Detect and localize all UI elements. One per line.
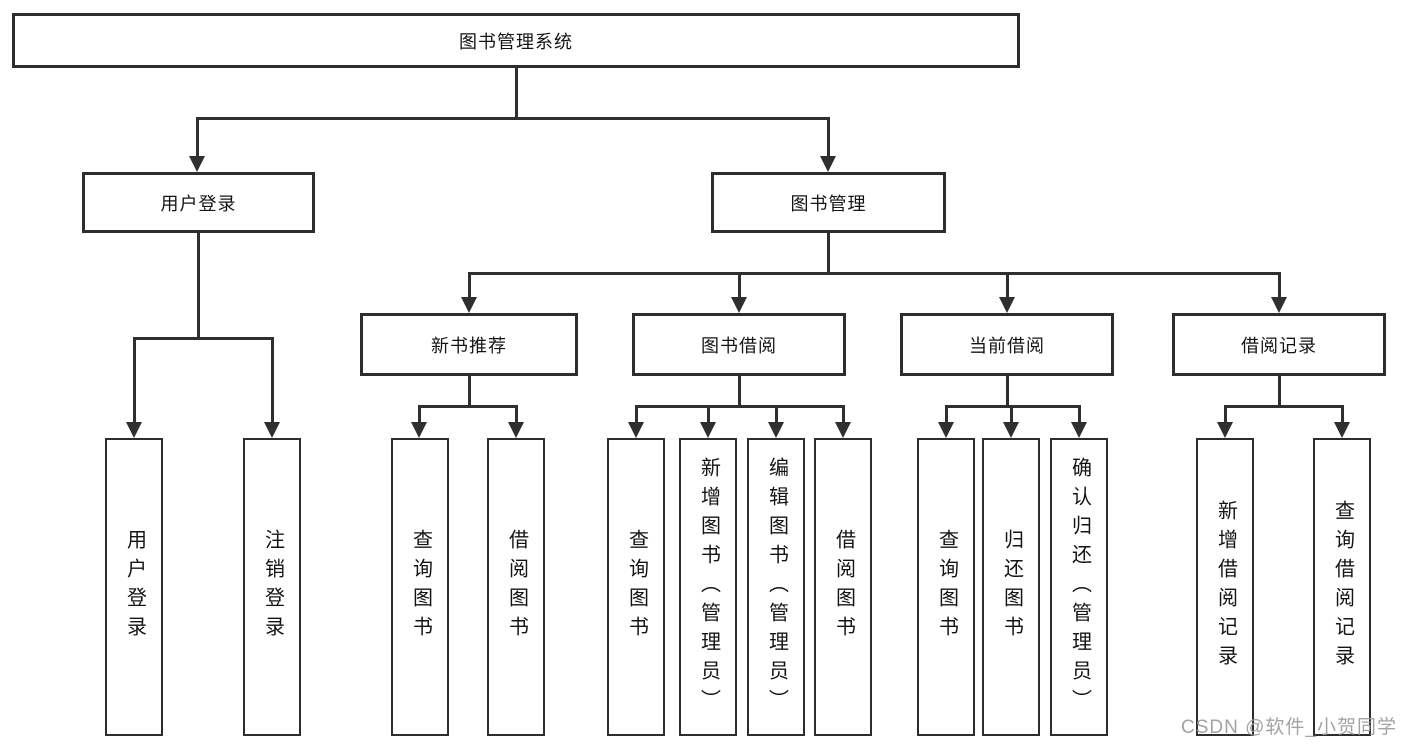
arrowhead-down-icon bbox=[508, 422, 524, 438]
connector-line bbox=[945, 405, 948, 424]
connector-line bbox=[418, 405, 421, 424]
connector-line bbox=[1006, 376, 1009, 405]
connector-line bbox=[197, 233, 200, 337]
leaf-nbr-borrow-books: 借阅图书 bbox=[487, 438, 545, 736]
leaf-br-add-record-label: 新增借阅记录 bbox=[1214, 500, 1237, 674]
connector-line bbox=[515, 405, 518, 424]
connector-line bbox=[468, 272, 471, 299]
leaf-cb-query-books-label: 查询图书 bbox=[935, 529, 958, 645]
connector-line bbox=[738, 272, 741, 299]
connector-line bbox=[1010, 405, 1013, 424]
node-new-book-recommend: 新书推荐 bbox=[360, 313, 578, 376]
connector-line bbox=[635, 405, 638, 424]
arrowhead-down-icon bbox=[1217, 422, 1233, 438]
connector-line bbox=[468, 272, 1281, 275]
node-book-borrow-label: 图书借阅 bbox=[701, 335, 777, 356]
arrowhead-down-icon bbox=[700, 422, 716, 438]
arrowhead-down-icon bbox=[731, 297, 747, 313]
arrowhead-down-icon bbox=[999, 297, 1015, 313]
connector-line bbox=[707, 405, 710, 424]
node-user-login: 用户登录 bbox=[82, 172, 315, 233]
leaf-nbr-borrow-books-label: 借阅图书 bbox=[505, 529, 528, 645]
arrowhead-down-icon bbox=[938, 422, 954, 438]
leaf-br-query-record: 查询借阅记录 bbox=[1313, 438, 1371, 736]
node-current-borrow-label: 当前借阅 bbox=[969, 335, 1045, 356]
node-borrow-records: 借阅记录 bbox=[1172, 313, 1386, 376]
leaf-bb-add-books-admin-label: 新增图书（管理员） bbox=[697, 456, 720, 718]
arrowhead-down-icon bbox=[411, 422, 427, 438]
connector-line bbox=[1278, 376, 1281, 405]
leaf-cb-return-books: 归还图书 bbox=[982, 438, 1040, 736]
arrowhead-down-icon bbox=[264, 422, 280, 438]
connector-line bbox=[827, 117, 830, 158]
connector-line bbox=[1341, 405, 1344, 424]
arrowhead-down-icon bbox=[126, 422, 142, 438]
leaf-bb-edit-books-admin: 编辑图书（管理员） bbox=[747, 438, 805, 736]
connector-line bbox=[468, 376, 471, 405]
connector-line bbox=[1006, 272, 1009, 299]
arrowhead-down-icon bbox=[768, 422, 784, 438]
leaf-bb-query-books: 查询图书 bbox=[607, 438, 665, 736]
leaf-logout-label: 注销登录 bbox=[261, 529, 284, 645]
csdn-watermark: CSDN @软件_小贺同学 bbox=[1181, 717, 1397, 738]
connector-line bbox=[842, 405, 845, 424]
leaf-cb-return-books-label: 归还图书 bbox=[1000, 529, 1023, 645]
leaf-cb-query-books: 查询图书 bbox=[917, 438, 975, 736]
node-root-system: 图书管理系统 bbox=[12, 13, 1020, 68]
leaf-logout: 注销登录 bbox=[243, 438, 301, 736]
leaf-nbr-query-books: 查询图书 bbox=[391, 438, 449, 736]
arrowhead-down-icon bbox=[1334, 422, 1350, 438]
leaf-cb-confirm-return-admin-label: 确认归还（管理员） bbox=[1068, 456, 1091, 718]
connector-line bbox=[418, 405, 518, 408]
leaf-bb-query-books-label: 查询图书 bbox=[625, 529, 648, 645]
node-root-label: 图书管理系统 bbox=[459, 31, 573, 52]
leaf-br-add-record: 新增借阅记录 bbox=[1196, 438, 1254, 736]
node-book-management-label: 图书管理 bbox=[790, 193, 867, 214]
leaf-nbr-query-books-label: 查询图书 bbox=[409, 529, 432, 645]
leaf-user-login: 用户登录 bbox=[105, 438, 163, 736]
connector-line bbox=[1224, 405, 1227, 424]
arrowhead-down-icon bbox=[1271, 297, 1287, 313]
leaf-cb-confirm-return-admin: 确认归还（管理员） bbox=[1050, 438, 1108, 736]
leaf-br-query-record-label: 查询借阅记录 bbox=[1331, 500, 1354, 674]
connector-line bbox=[271, 337, 274, 424]
connector-line bbox=[196, 117, 199, 158]
arrowhead-down-icon bbox=[628, 422, 644, 438]
arrowhead-down-icon bbox=[835, 422, 851, 438]
leaf-user-login-label: 用户登录 bbox=[123, 529, 146, 645]
connector-line bbox=[1224, 405, 1344, 408]
connector-line bbox=[515, 68, 518, 117]
connector-line bbox=[738, 376, 741, 405]
connector-line bbox=[196, 117, 830, 120]
connector-line bbox=[1078, 405, 1081, 424]
connector-line bbox=[133, 337, 136, 424]
connector-line bbox=[635, 405, 845, 408]
arrowhead-down-icon bbox=[189, 156, 205, 172]
leaf-bb-add-books-admin: 新增图书（管理员） bbox=[679, 438, 737, 736]
arrowhead-down-icon bbox=[1003, 422, 1019, 438]
node-book-management: 图书管理 bbox=[711, 172, 946, 233]
node-book-borrow: 图书借阅 bbox=[632, 313, 846, 376]
arrowhead-down-icon bbox=[461, 297, 477, 313]
arrowhead-down-icon bbox=[1071, 422, 1087, 438]
connector-line bbox=[945, 405, 1081, 408]
node-borrow-records-label: 借阅记录 bbox=[1241, 335, 1317, 356]
connector-line bbox=[775, 405, 778, 424]
node-new-book-recommend-label: 新书推荐 bbox=[431, 335, 507, 356]
leaf-bb-borrow-books: 借阅图书 bbox=[814, 438, 872, 736]
connector-line bbox=[827, 233, 830, 272]
node-user-login-label: 用户登录 bbox=[160, 193, 237, 214]
leaf-bb-borrow-books-label: 借阅图书 bbox=[832, 529, 855, 645]
connector-line bbox=[133, 337, 274, 340]
connector-line bbox=[1278, 272, 1281, 299]
node-current-borrow: 当前借阅 bbox=[900, 313, 1114, 376]
arrowhead-down-icon bbox=[820, 156, 836, 172]
leaf-bb-edit-books-admin-label: 编辑图书（管理员） bbox=[765, 456, 788, 718]
